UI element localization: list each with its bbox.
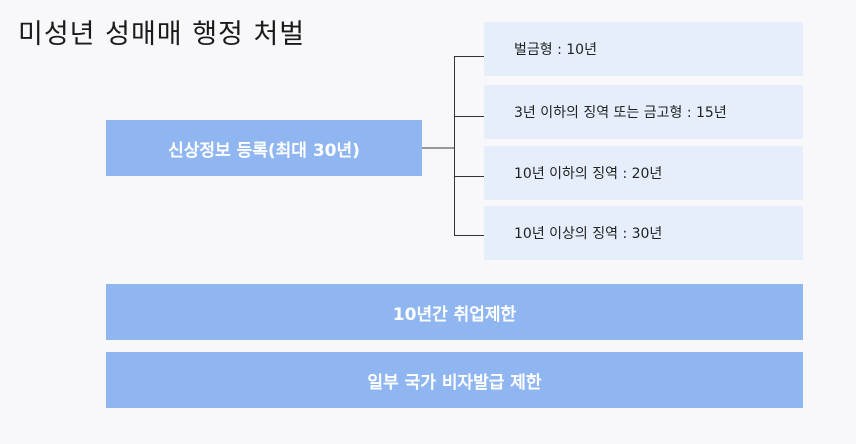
registration-label: 신상정보 등록(최대 30년) xyxy=(168,140,360,161)
employment-restriction-label: 10년간 취업제한 xyxy=(392,304,517,325)
penalty-over-10y-box: 10년 이상의 징역 : 30년 xyxy=(484,206,803,260)
penalty-fine-label: 벌금형 : 10년 xyxy=(514,42,597,58)
page-title: 미성년 성매매 행정 처벌 xyxy=(18,19,306,50)
visa-restriction-box: 일부 국가 비자발급 제한 xyxy=(106,352,803,408)
registration-box: 신상정보 등록(최대 30년) xyxy=(106,120,422,176)
penalty-under-3y-label: 3년 이하의 징역 또는 금고형 : 15년 xyxy=(514,105,727,121)
employment-restriction-box: 10년간 취업제한 xyxy=(106,284,803,340)
penalty-over-10y-label: 10년 이상의 징역 : 30년 xyxy=(514,226,663,242)
penalty-under-3y-box: 3년 이하의 징역 또는 금고형 : 15년 xyxy=(484,85,803,139)
penalty-under-10y-box: 10년 이하의 징역 : 20년 xyxy=(484,146,803,200)
penalty-fine-box: 벌금형 : 10년 xyxy=(484,22,803,76)
penalty-under-10y-label: 10년 이하의 징역 : 20년 xyxy=(514,166,663,182)
visa-restriction-label: 일부 국가 비자발급 제한 xyxy=(367,372,542,393)
